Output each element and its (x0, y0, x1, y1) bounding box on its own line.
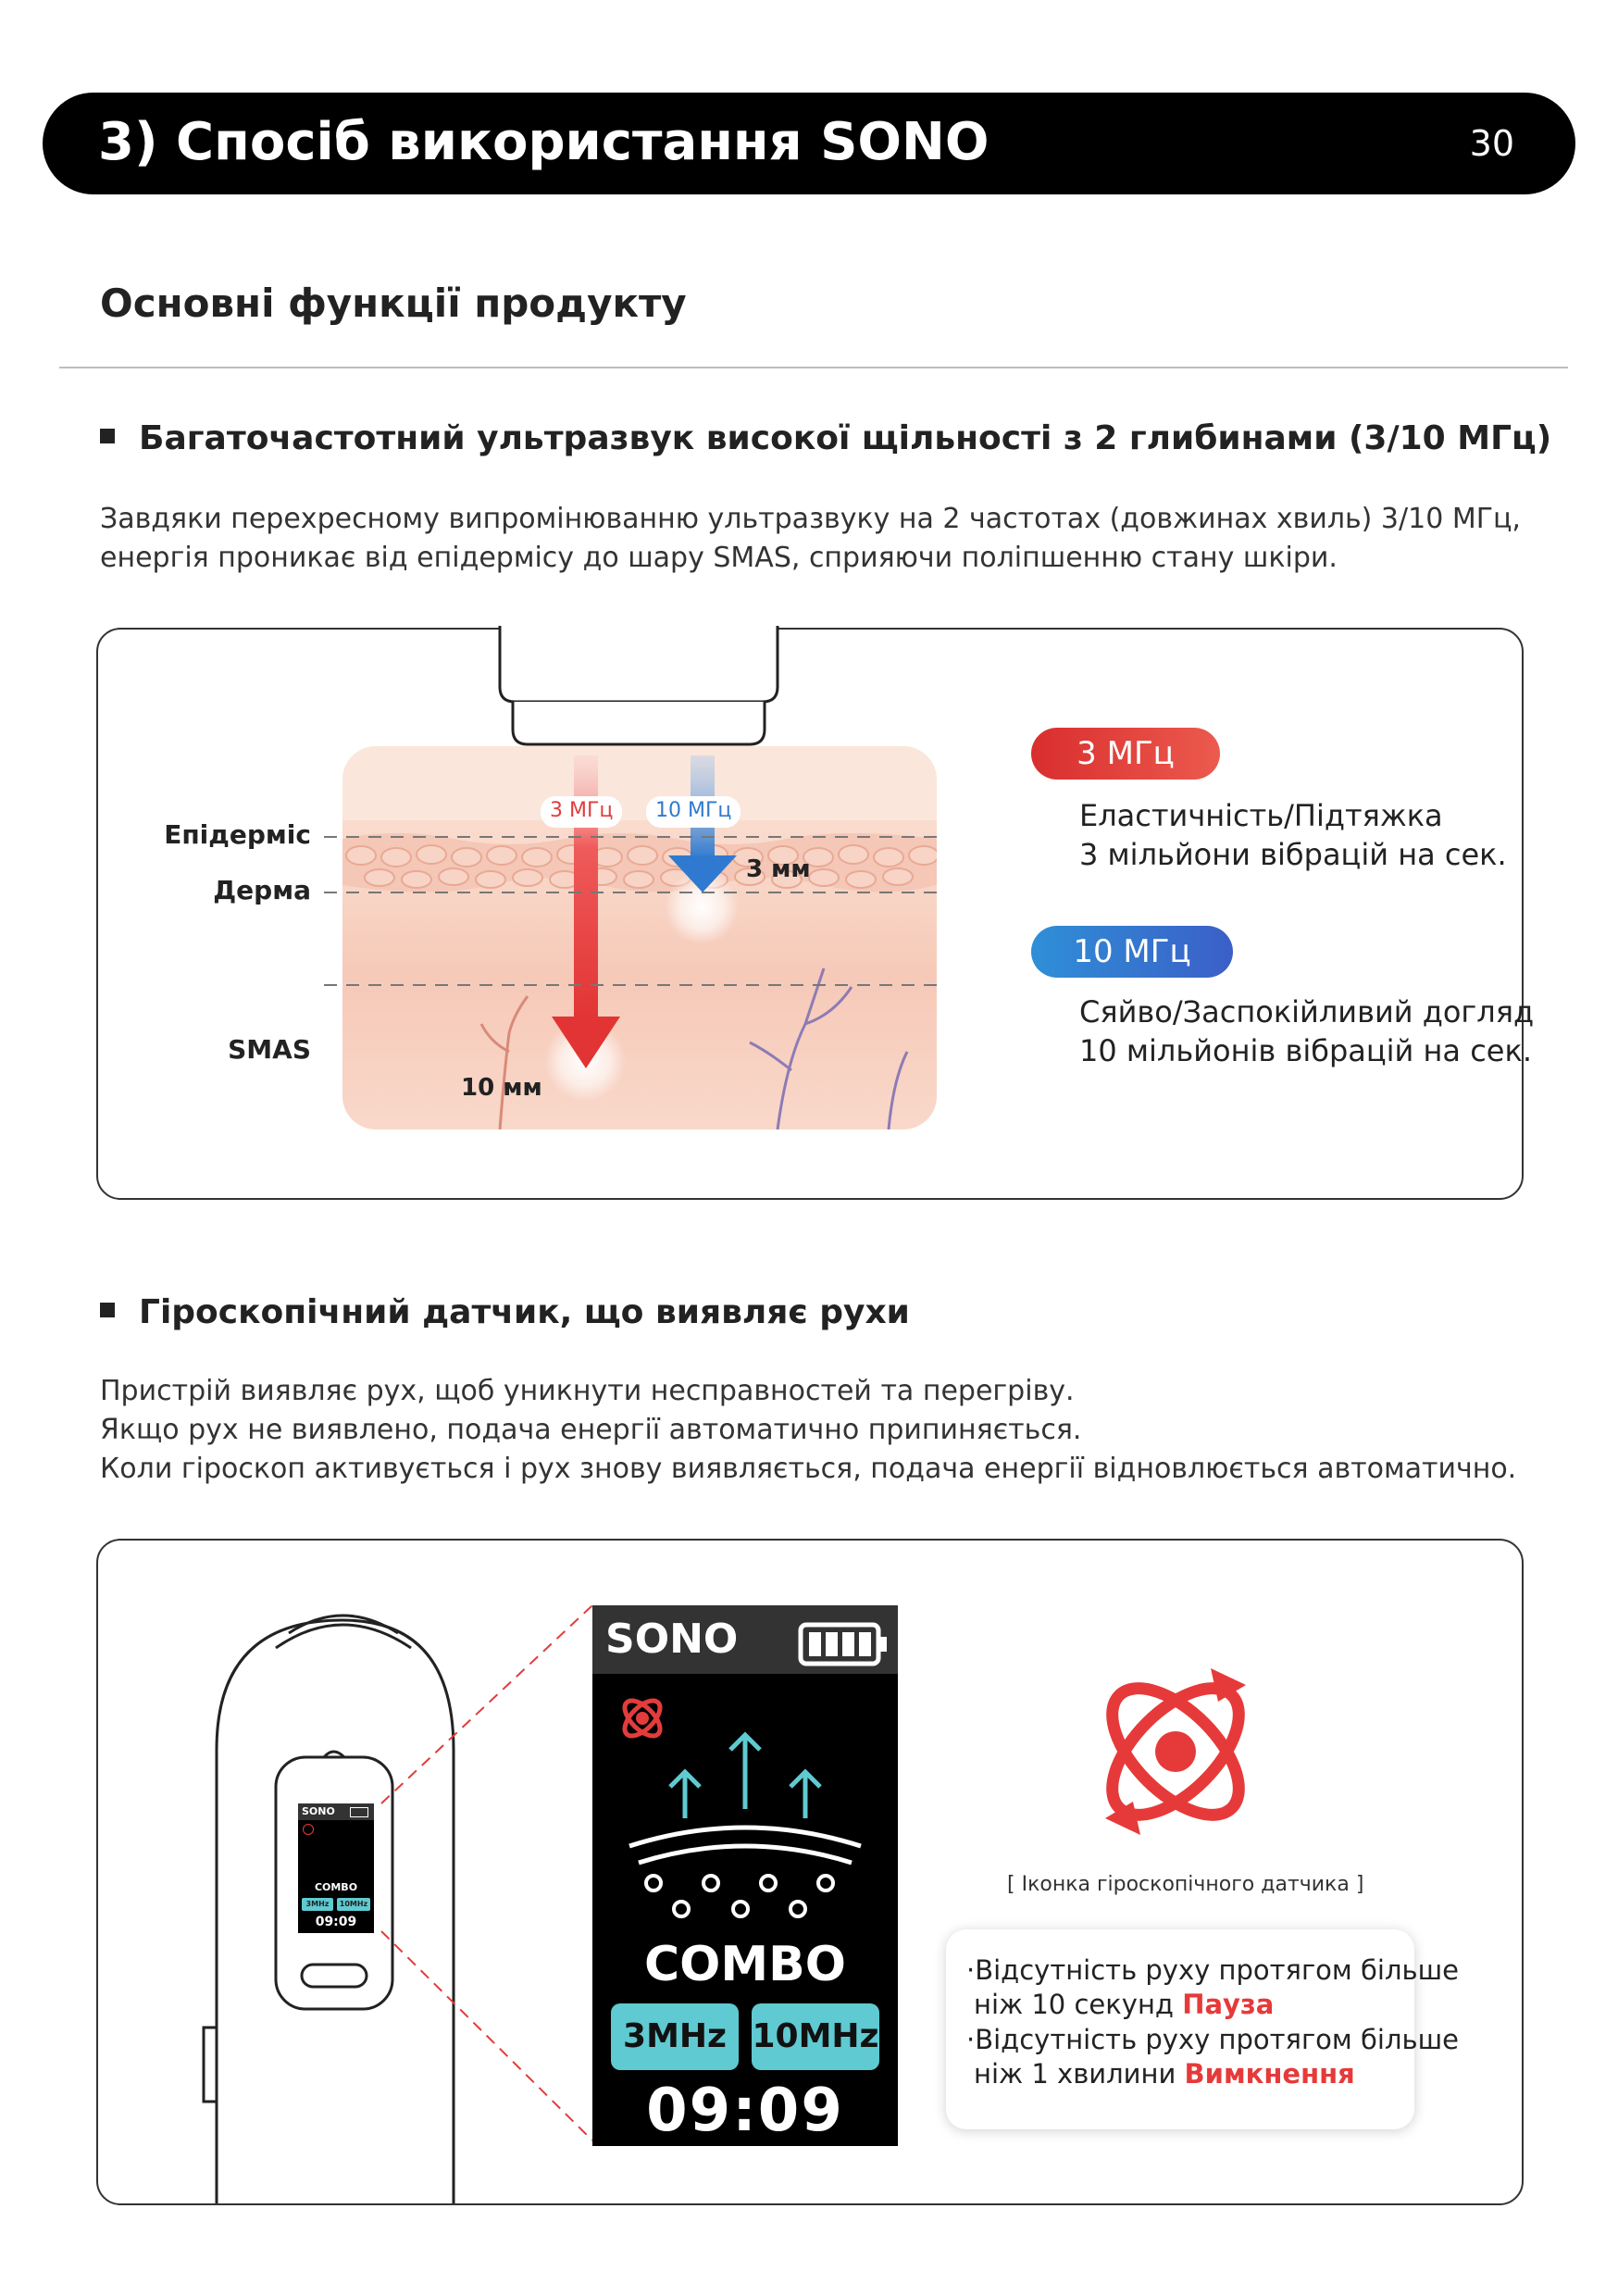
device-body-illustration (202, 1604, 593, 2203)
note2-line2: ніж 1 хвилини Вимкнення (974, 2057, 1355, 2091)
freq-3mhz-line2: 3 мільйони вібрацій на сек. (1079, 837, 1507, 872)
label-epidermis: Епідерміс (164, 819, 311, 850)
gyro-icon-caption: [ Іконка гіроскопічного датчика ] (1007, 1873, 1364, 1896)
battery-icon (798, 1622, 887, 1666)
note1-text: ніж 10 секунд (974, 1989, 1183, 2020)
note1-line2: ніж 10 секунд Пауза (974, 1988, 1274, 2022)
note2-line1: ·Відсутність руху протягом більше (966, 2024, 1459, 2055)
freq-10mhz-line1: Сяйво/Заспокійливий догляд (1079, 994, 1535, 1029)
feature2-desc-line3: Коли гіроскоп активується і рух знову ви… (100, 1453, 1517, 1485)
screen-btn-10mhz: 10MHz (752, 2003, 879, 2070)
mini-gyro-icon (303, 1824, 314, 1835)
note2-highlight: Вимкнення (1184, 2058, 1355, 2090)
freq-3mhz-line1: Еластичність/Підтяжка (1079, 798, 1443, 833)
layer-boundary-lines (324, 836, 946, 986)
depth-10mm: 10 мм (461, 1074, 542, 1102)
screen-timer: 09:09 (646, 2077, 844, 2145)
feature2-desc-line1: Пристрій виявляє рух, щоб уникнути неспр… (100, 1375, 1075, 1407)
gyro-notes-card: ·Відсутність руху протягом більше ніж 10… (946, 1929, 1459, 2129)
ultrasound-waves-icon (629, 1731, 862, 1918)
tag-3mhz: 3 МГц (541, 796, 623, 828)
feature1-title: Багаточастотний ультразвук високої щільн… (100, 415, 1551, 463)
label-dermis: Дерма (213, 875, 311, 905)
note1-highlight: Пауза (1182, 1989, 1275, 2020)
device-screen-zoom: SONO COMBO 3MHz 10MHz 09:09 (592, 1605, 898, 2146)
screen-btn-3mhz: 3MHz (611, 2003, 739, 2070)
screen-brand: SONO (605, 1616, 739, 1663)
mini-battery-icon (350, 1807, 368, 1817)
page-number: 30 (1469, 123, 1514, 164)
mini-mode: COMBO (314, 1881, 358, 1893)
section-title: Основні функції продукту (100, 281, 687, 326)
page-header: 3) Спосіб використання SONO 30 (43, 93, 1575, 194)
feature1-desc-line1: Завдяки перехресному випромінюванню ульт… (100, 503, 1521, 535)
depth-3mm: 3 мм (746, 855, 811, 883)
feature1-title-text: Багаточастотний ультразвук високої щільн… (139, 419, 1552, 457)
freq-pill-10mhz: 10 МГц (1031, 926, 1233, 978)
note2-text: ніж 1 хвилини (974, 2058, 1185, 2090)
mini-timer: 09:09 (315, 1915, 357, 1929)
feature2-title-text: Гіроскопічний датчик, що виявляє рухи (139, 1293, 910, 1331)
mini-btn-3mhz: 3MHz (302, 1898, 333, 1911)
mini-brand: SONO (302, 1805, 335, 1817)
feature2-desc-line2: Якщо рух не виявлено, подача енергії авт… (100, 1414, 1082, 1446)
device-head-icon (498, 626, 779, 746)
note1-line1: ·Відсутність руху протягом більше (966, 1954, 1459, 1986)
freq-10mhz-line2: 10 мільйонів вібрацій на сек. (1079, 1033, 1532, 1068)
device-mini-screen: SONO COMBO 3MHz 10MHz 09:09 (298, 1803, 374, 1933)
section-divider (59, 367, 1568, 368)
screen-gyro-icon (622, 1698, 663, 1739)
feature1-desc-line2: енергія проникає від епідермісу до шару … (100, 542, 1338, 574)
label-smas: SMAS (228, 1034, 311, 1065)
screen-mode: COMBO (644, 1937, 846, 1992)
mini-btn-10mhz: 10MHz (337, 1898, 370, 1911)
freq-pill-3mhz: 3 МГц (1031, 728, 1220, 780)
tag-10mhz: 10 МГц (646, 796, 741, 828)
bullet-square-icon (100, 429, 115, 443)
feature2-title: Гіроскопічний датчик, що виявляє рухи (100, 1289, 910, 1337)
gyro-sensor-icon (1105, 1668, 1246, 1835)
bullet-square-icon (100, 1303, 115, 1317)
page-title: 3) Спосіб використання SONO (98, 112, 989, 172)
